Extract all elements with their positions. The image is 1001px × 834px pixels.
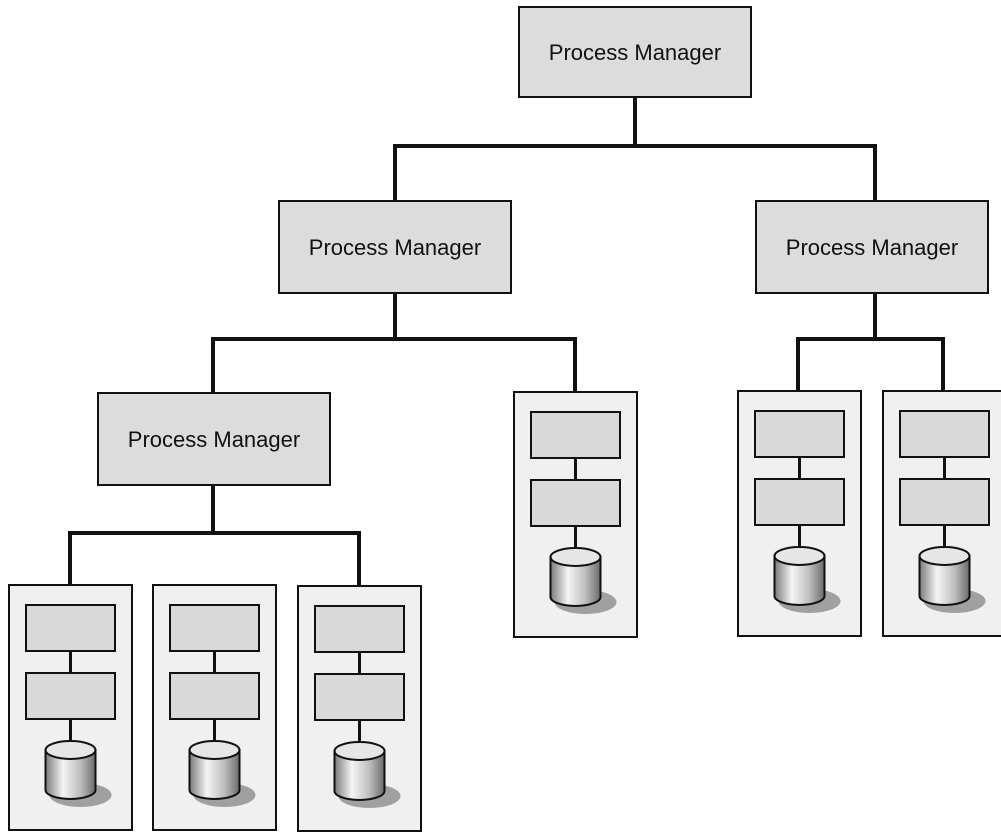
database-top bbox=[188, 740, 241, 760]
database-top bbox=[773, 546, 826, 566]
process-manager-left: Process Manager bbox=[278, 200, 512, 294]
component-box bbox=[25, 604, 116, 652]
process-manager-bottom: Process Manager bbox=[97, 392, 331, 486]
database-icon bbox=[773, 546, 841, 613]
database-body bbox=[188, 749, 241, 800]
component-box bbox=[899, 410, 990, 458]
component-box bbox=[314, 673, 405, 721]
process-manager-label: Process Manager bbox=[549, 40, 721, 65]
component-box bbox=[899, 478, 990, 526]
database-icon bbox=[44, 740, 112, 807]
service-unit bbox=[737, 390, 862, 637]
database-body bbox=[549, 556, 602, 607]
process-manager-root: Process Manager bbox=[518, 6, 752, 98]
component-box bbox=[530, 479, 621, 527]
component-box bbox=[169, 672, 260, 720]
service-unit bbox=[513, 391, 638, 638]
service-unit bbox=[152, 584, 277, 831]
process-manager-right: Process Manager bbox=[755, 200, 989, 294]
connectors bbox=[68, 97, 945, 586]
component-box bbox=[754, 478, 845, 526]
connector-root-to-level2 bbox=[393, 97, 877, 201]
database-body bbox=[44, 749, 97, 800]
component-box bbox=[530, 411, 621, 459]
database-top bbox=[333, 741, 386, 761]
process-manager-label: Process Manager bbox=[786, 235, 958, 260]
component-box bbox=[25, 672, 116, 720]
database-icon bbox=[333, 741, 401, 808]
service-units bbox=[8, 390, 1001, 832]
service-unit bbox=[297, 585, 422, 832]
connector-bottom-manager-children bbox=[68, 485, 361, 586]
database-top bbox=[44, 740, 97, 760]
component-box bbox=[314, 605, 405, 653]
database-body bbox=[333, 750, 386, 801]
database-icon bbox=[918, 546, 986, 613]
connector-left-manager-children bbox=[211, 293, 577, 393]
process-manager-label: Process Manager bbox=[309, 235, 481, 260]
database-body bbox=[918, 555, 971, 606]
service-unit bbox=[882, 390, 1001, 637]
database-top bbox=[549, 547, 602, 567]
database-top bbox=[918, 546, 971, 566]
process-manager-label: Process Manager bbox=[128, 427, 300, 452]
database-icon bbox=[549, 547, 617, 614]
component-box bbox=[754, 410, 845, 458]
database-icon bbox=[188, 740, 256, 807]
service-unit bbox=[8, 584, 133, 831]
component-box bbox=[169, 604, 260, 652]
connector-right-manager-children bbox=[796, 293, 945, 391]
database-body bbox=[773, 555, 826, 606]
